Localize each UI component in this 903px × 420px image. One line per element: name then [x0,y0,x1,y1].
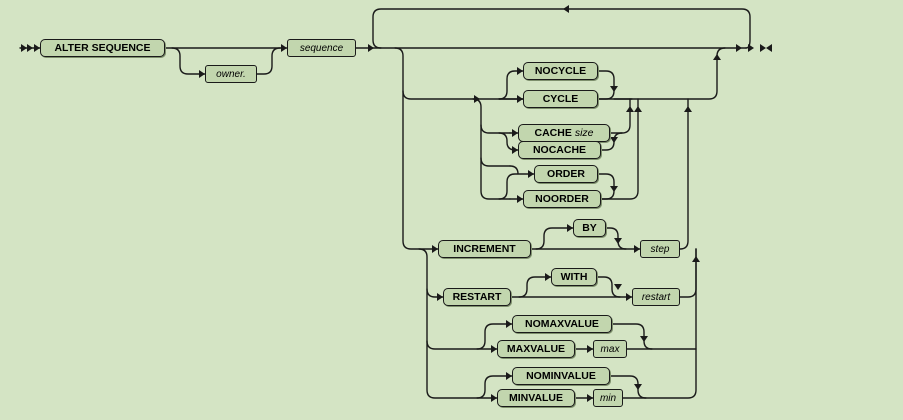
step-placeholder: step [640,240,680,258]
cycle-keyword: CYCLE [523,90,598,108]
nocache-keyword: NOCACHE [518,141,601,159]
restart-placeholder: restart [632,288,680,306]
nomaxvalue-keyword: NOMAXVALUE [512,315,612,333]
nocycle-keyword: NOCYCLE [523,62,598,80]
maxvalue-keyword: MAXVALUE [497,340,575,358]
owner-placeholder: owner. [205,65,257,83]
sequence-placeholder: sequence [287,39,356,57]
min-placeholder: min [593,389,623,407]
minvalue-keyword: MINVALUE [497,389,575,407]
order-keyword: ORDER [534,165,598,183]
alter-sequence-keyword: ALTER SEQUENCE [40,39,165,57]
size-placeholder: size [574,127,594,139]
noorder-keyword: NOORDER [523,190,601,208]
restart-keyword: RESTART [443,288,511,306]
with-keyword: WITH [551,268,597,286]
nominvalue-keyword: NOMINVALUE [512,367,610,385]
max-placeholder: max [593,340,627,358]
by-keyword: BY [573,219,606,237]
cache-keyword-label: CACHE [534,127,572,139]
increment-keyword: INCREMENT [438,240,531,258]
